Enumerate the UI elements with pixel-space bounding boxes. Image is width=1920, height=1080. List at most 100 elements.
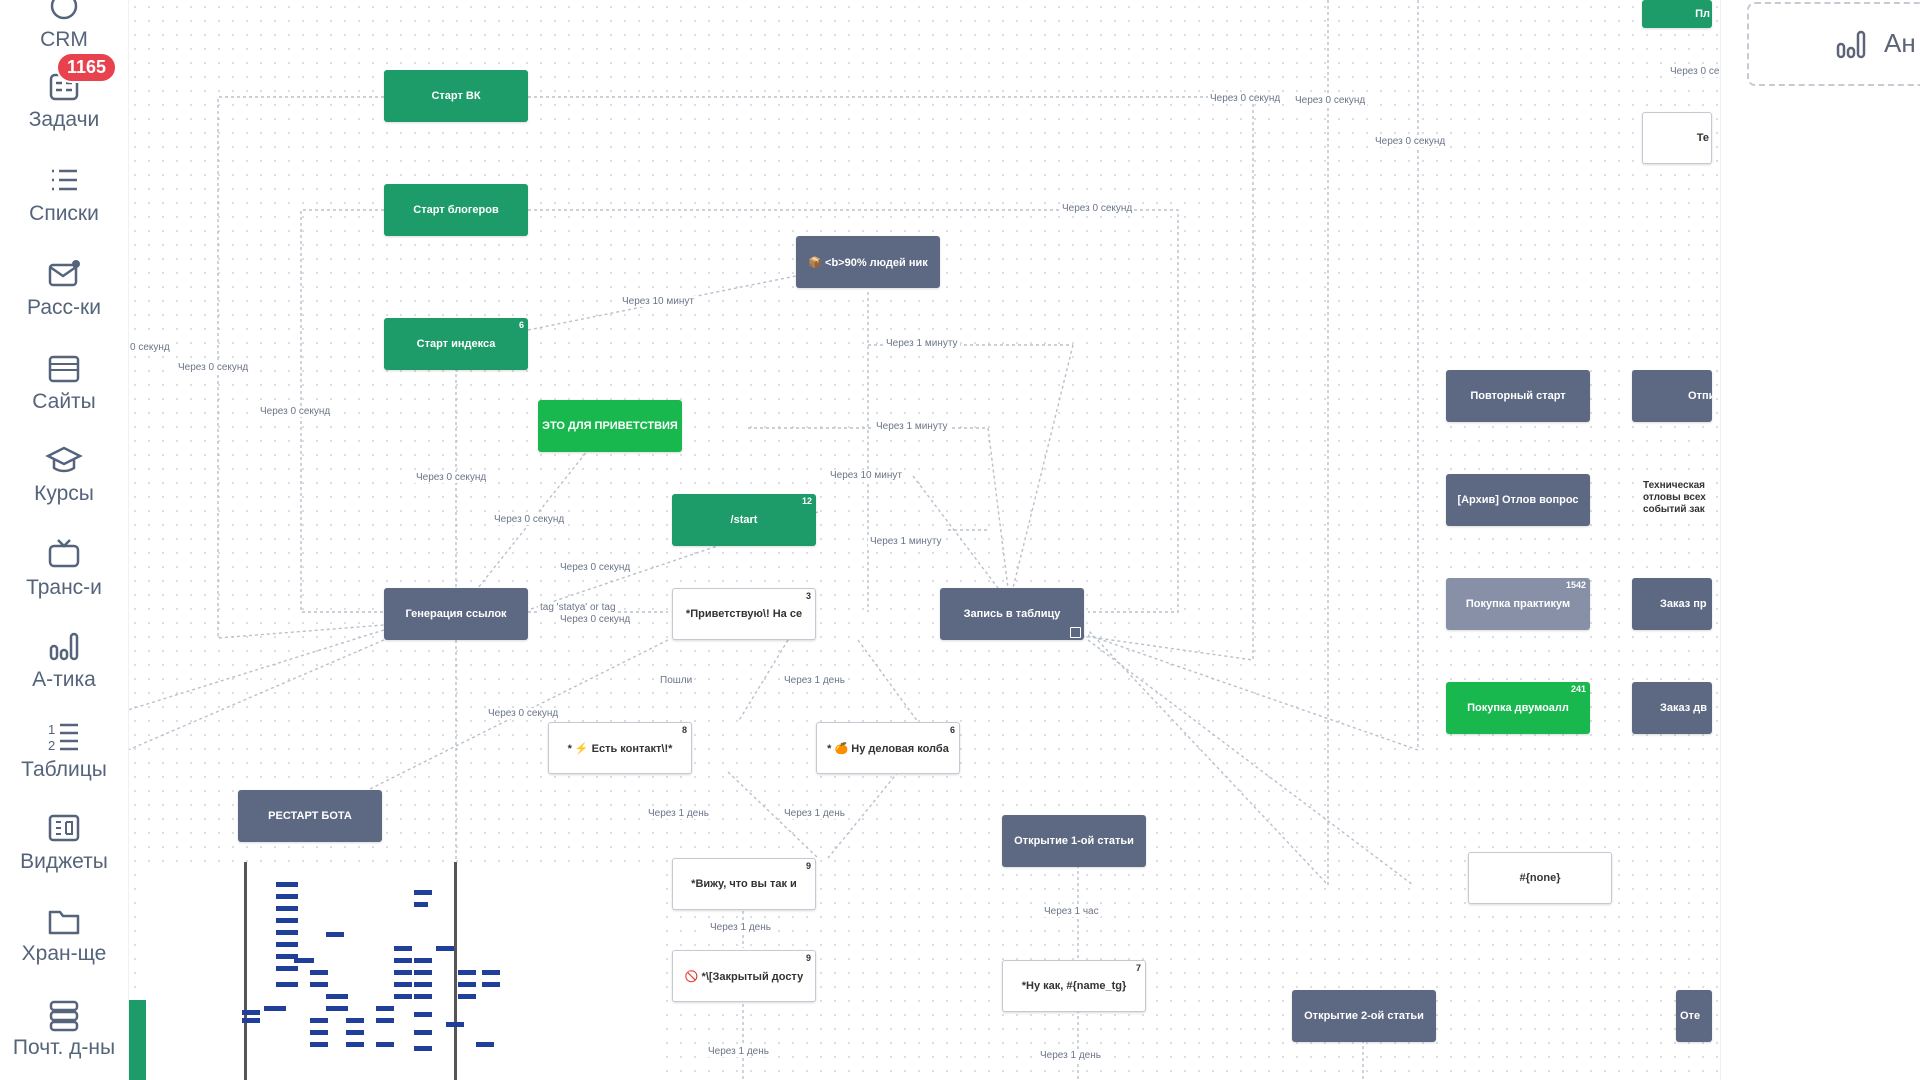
chart-bar	[458, 982, 476, 987]
chart-bar	[294, 958, 314, 963]
flow-node-open-article-2[interactable]: Открытие 2-ой статьи	[1292, 990, 1436, 1042]
node-label: Повторный старт	[1470, 390, 1566, 402]
sidebar: CRM 1165 Задачи Списки Расс-ки Сайты Кур…	[0, 0, 129, 1080]
node-label: Покупка двумоалл	[1467, 702, 1569, 714]
sidebar-item-courses[interactable]: Курсы	[0, 440, 128, 506]
flow-node-contact[interactable]: * ⚡ Есть контакт\!* 8	[548, 722, 692, 774]
sidebar-item-mail-domains[interactable]: Почт. д-ны	[0, 994, 128, 1060]
chart-bar	[310, 1030, 328, 1035]
flow-node-restart-bot[interactable]: РЕСТАРТ БОТА	[238, 790, 382, 842]
tv-icon	[48, 539, 80, 568]
edge-label: Через 1 день	[706, 1046, 771, 1057]
chart-bar	[276, 930, 298, 935]
node-label: *Вижу, что вы так и	[691, 878, 797, 890]
node-label: Те	[1696, 132, 1709, 144]
flow-node-partial-pl[interactable]: Пл	[1642, 0, 1712, 28]
sidebar-item-label: Транс-и	[26, 576, 102, 599]
list-icon	[52, 169, 77, 191]
sidebar-item-tasks[interactable]: 1165 Задачи	[0, 52, 128, 132]
edge-label: Через 0 секунд	[558, 614, 633, 625]
edge-label: Через 1 день	[646, 808, 711, 819]
flow-node-order-duo[interactable]: Заказ дв	[1632, 682, 1712, 734]
analytics-card-label: Ан	[1884, 28, 1916, 58]
edge	[477, 424, 609, 589]
node-label: 🚫 *\[Закрытый досту	[684, 970, 804, 983]
flow-node-greeting[interactable]: ЭТО ДЛЯ ПРИВЕТСТВИЯ	[538, 400, 682, 452]
note-line: отловы всех	[1643, 492, 1706, 503]
chart-bar	[276, 966, 298, 971]
edge-label: Через 1 минуту	[884, 338, 960, 349]
node-label: * ⚡ Есть контакт\!*	[567, 742, 673, 755]
edge	[912, 475, 999, 589]
flow-node-partial-ote[interactable]: Оте	[1676, 990, 1712, 1042]
node-count: 1542	[1565, 580, 1586, 590]
crm-icon	[50, 0, 78, 20]
sidebar-item-sites[interactable]: Сайты	[0, 348, 128, 414]
flow-node-start-vk[interactable]: Старт ВК	[384, 70, 528, 122]
flow-node-order-workshop[interactable]: Заказ пр	[1632, 578, 1712, 630]
sidebar-item-lists[interactable]: Списки	[0, 160, 128, 226]
flow-node-how-are-you[interactable]: *Ну как, #{name_tg}7	[1002, 960, 1146, 1012]
chart-bar	[446, 1022, 464, 1027]
flow-node-open-article-1[interactable]: Открытие 1-ой статьи	[1002, 815, 1146, 867]
flow-node-write-table[interactable]: Запись в таблицу	[940, 588, 1084, 640]
flow-node-unsubscribe[interactable]: Отпи	[1632, 370, 1712, 422]
flow-node-link-generation[interactable]: Генерация ссылок	[384, 588, 528, 640]
chart-bar	[376, 1006, 394, 1011]
mail-domains-icon	[49, 1000, 79, 1032]
node-label: Заказ дв	[1660, 702, 1708, 714]
chart-bar	[436, 946, 454, 951]
chart-bar	[276, 882, 298, 887]
sidebar-item-widgets[interactable]: Виджеты	[0, 808, 128, 874]
edge-label: Через 0 секунд	[1208, 93, 1283, 104]
analytics-icon	[49, 632, 79, 661]
edge	[1087, 639, 1414, 886]
node-label: [Архив] Отлов вопрос	[1457, 494, 1579, 506]
node-label: #{none}	[1519, 872, 1561, 884]
edge	[827, 771, 899, 859]
sidebar-item-analytics[interactable]: А-тика	[0, 626, 128, 692]
edge	[857, 639, 919, 723]
edge	[1087, 0, 1329, 887]
chart-bar	[414, 982, 432, 987]
flow-node-none[interactable]: #{none}	[1468, 852, 1612, 904]
node-label: РЕСТАРТ БОТА	[268, 810, 352, 822]
node-count: 8	[681, 725, 687, 735]
offscreen-node[interactable]	[128, 1000, 146, 1080]
chart-bar	[276, 906, 298, 911]
flow-node-repeat-start[interactable]: Повторный старт	[1446, 370, 1590, 422]
funnel-canvas[interactable]: Через 0 секунд Через 0 секунд Через 0 се…	[128, 0, 1720, 1080]
sidebar-item-broadcasts[interactable]: Транс-и	[0, 534, 128, 600]
mail-icon	[48, 260, 80, 287]
sidebar-item-mailings[interactable]: Расс-ки	[0, 254, 128, 320]
edge-label: Через 1 час	[1042, 906, 1101, 917]
node-label: Отпи	[1688, 390, 1712, 402]
flow-node-archive-questions[interactable]: [Архив] Отлов вопрос	[1446, 474, 1590, 526]
analytics-card[interactable]: Ан	[1747, 2, 1920, 86]
flow-node-purchase-workshop[interactable]: Покупка практикум 1542	[1446, 578, 1590, 630]
node-label: Покупка практикум	[1465, 598, 1571, 610]
svg-text:2: 2	[48, 738, 55, 753]
sidebar-item-storage[interactable]: Хран-ще	[0, 900, 128, 966]
node-label: Старт ВК	[431, 90, 481, 102]
sidebar-item-crm[interactable]: CRM	[0, 0, 128, 52]
node-label: Заказ пр	[1660, 598, 1707, 610]
chart-bar	[310, 1018, 328, 1023]
flow-node-start-bloggers[interactable]: Старт блогеров	[384, 184, 528, 236]
sidebar-item-label: Почт. д-ны	[12, 1036, 116, 1059]
node-label: Открытие 2-ой статьи	[1304, 1010, 1424, 1022]
node-count: 3	[805, 591, 811, 601]
flow-node-partial-te[interactable]: Те	[1642, 112, 1712, 164]
chart-bar	[414, 970, 432, 975]
chart-bar	[414, 958, 432, 963]
flow-node-message-90-percent[interactable]: 📦 <b>90% людей ник	[796, 236, 940, 288]
chart-bar	[242, 1010, 260, 1015]
